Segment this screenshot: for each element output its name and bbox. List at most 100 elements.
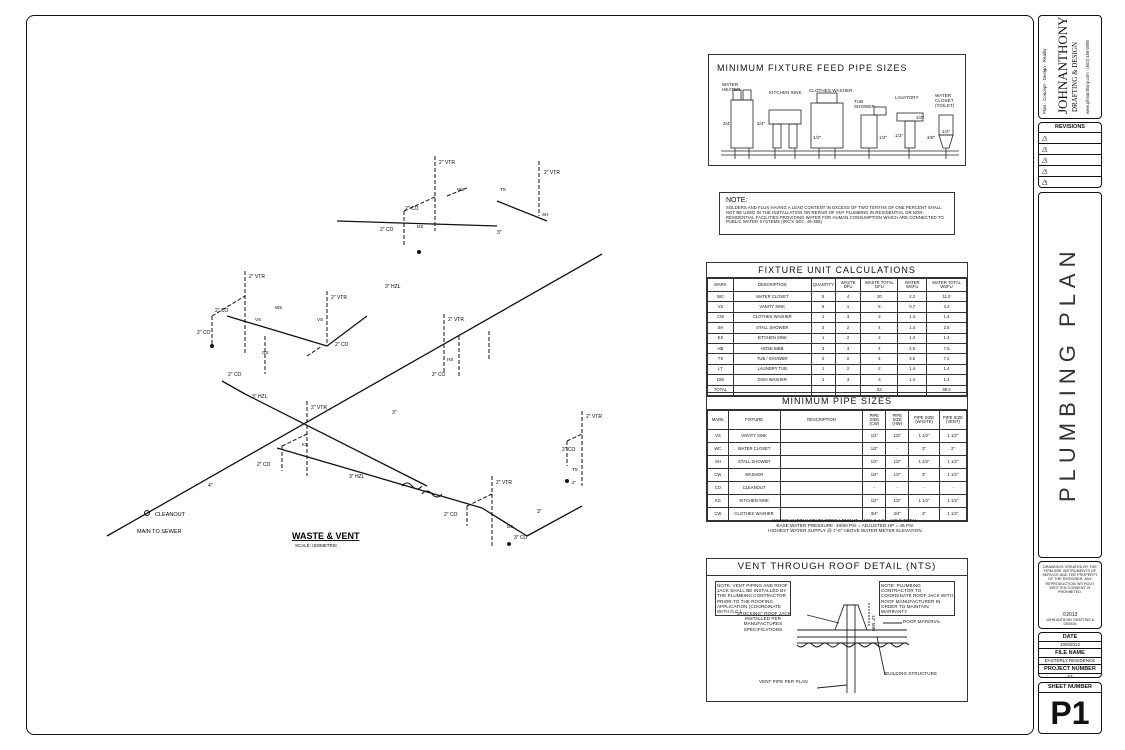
co-label-9: 2" CO bbox=[444, 512, 458, 518]
mp-cell: VS bbox=[707, 429, 729, 443]
fixture-ws-2: WS bbox=[275, 305, 282, 310]
mp-cell: 1/2" bbox=[862, 442, 887, 456]
lead-note-title: NOTE: bbox=[726, 197, 748, 204]
revision-triangle-icon: △ bbox=[1042, 168, 1048, 175]
mp-cell: CW bbox=[707, 507, 729, 521]
fu-cell: 1 bbox=[810, 363, 836, 376]
feed-size-34b: 3/4" bbox=[757, 121, 766, 126]
co-label-3: 2" CO bbox=[215, 308, 229, 314]
fu-cell: 3.6 bbox=[897, 353, 928, 365]
logo-tagline: Plan · Concept · Design · Reality bbox=[1042, 48, 1047, 114]
mp-cell bbox=[779, 507, 864, 521]
min-pipe-note-3: HIGHEST WATER SUPPLY @ 7'-6" ABOVE WATER… bbox=[768, 528, 922, 534]
revision-mark: 1 bbox=[1045, 136, 1047, 140]
feed-label-water-heater: WATER HEATER bbox=[722, 82, 741, 93]
mp-cell: 1/2" bbox=[885, 494, 910, 508]
mp-cell: STALL SHOWER bbox=[727, 455, 781, 469]
cleanout-label: CLEANOUT bbox=[155, 512, 186, 518]
mp-cell bbox=[779, 429, 864, 443]
mp-header: PIPE SIZE (CW) bbox=[862, 410, 887, 430]
mp-cell: CW bbox=[707, 468, 729, 482]
feed-label-water-closet: WATER CLOSET (TOILET) bbox=[935, 93, 955, 109]
feed-pipe-drawing bbox=[721, 89, 959, 159]
mp-cell: - bbox=[908, 481, 940, 495]
vtr-label-5: 2" VTR bbox=[448, 317, 464, 323]
fu-cell: HB bbox=[707, 342, 734, 355]
fu-header: QUANTITY bbox=[810, 278, 836, 292]
fu-cell: 3 bbox=[834, 311, 862, 324]
min-pipe-note-1: WATER SUPPLY DEVELOPED LENGHT = 125' X 1… bbox=[772, 518, 918, 523]
feed-size-12d: 1/2" bbox=[916, 115, 925, 120]
fu-cell: TS bbox=[707, 353, 734, 365]
vent-roof-material: ROOF MATERIAL bbox=[903, 619, 941, 624]
fixture-ts-2: TS bbox=[572, 467, 578, 472]
fu-cell: VANITY SINK bbox=[732, 301, 812, 313]
lead-note-text: SOLDERS AND FLUX HAVING A LEAD CONTENT I… bbox=[726, 205, 944, 225]
label-pipe-2: 2" bbox=[572, 480, 577, 485]
fu-cell: 1.4 bbox=[926, 374, 967, 386]
mp-header: FIXTURE bbox=[727, 410, 781, 430]
lead-note-box: NOTE: SOLDERS AND FLUX HAVING A LEAD CON… bbox=[719, 192, 955, 235]
fu-cell: 20 bbox=[860, 290, 899, 303]
project-number-value: 53 bbox=[1067, 674, 1073, 679]
label-hzl-a: 3" HZL bbox=[252, 394, 268, 400]
fu-cell: 1 bbox=[810, 374, 836, 386]
mp-cell: 1 1/2" bbox=[908, 494, 940, 508]
co-label-4: 2" CO bbox=[197, 330, 211, 336]
vtr-label-3: 2" VTR bbox=[249, 274, 265, 280]
vent-height-label: 12" MIN bbox=[871, 615, 876, 631]
min-pipe-grid: MARK FIXTURE DESCRIPTION PIPE SIZE (CW) … bbox=[707, 410, 968, 521]
vtr-label-8: 2" VTR bbox=[586, 414, 602, 420]
copyright-year: ©2013 bbox=[1062, 611, 1078, 618]
feed-label-kitchen-sink: KITCHEN SINK bbox=[769, 90, 802, 95]
vtr-label-1: 2" VTR bbox=[439, 160, 455, 166]
fu-cell: 2.8 bbox=[926, 322, 967, 334]
mp-cell: VANITY SINK bbox=[727, 429, 781, 443]
fu-cell: 2 bbox=[834, 322, 862, 334]
fu-cell: KS bbox=[707, 332, 734, 344]
fu-cell: 1.4 bbox=[897, 332, 928, 344]
vent-pipe-label: VENT PIPE PER PLAN bbox=[759, 679, 808, 684]
fu-header: DESCRIPTION bbox=[732, 278, 812, 292]
mp-cell: 3" bbox=[908, 468, 940, 482]
fixture-hs: HS bbox=[447, 357, 453, 362]
fu-cell: 3 bbox=[810, 342, 836, 355]
fu-cell: SH bbox=[707, 322, 734, 334]
mp-cell: 1/2" bbox=[885, 468, 910, 482]
fu-cell: 3 bbox=[834, 374, 862, 386]
mp-cell: SH bbox=[707, 455, 729, 469]
feed-pipe-title: MINIMUM FIXTURE FEED PIPE SIZES bbox=[717, 63, 908, 73]
feed-size-38: 3/8" bbox=[927, 135, 936, 140]
date-value: 10/8/2012 bbox=[1059, 642, 1081, 647]
mp-header: PIPE SIZE (WASTE) bbox=[908, 410, 940, 430]
fixture-vs-2: VS bbox=[317, 317, 323, 322]
feed-size-34a: 3/4" bbox=[723, 121, 732, 126]
vtr-label-2: 2" VTR bbox=[544, 170, 560, 176]
fu-cell: 1.4 bbox=[926, 363, 967, 376]
mp-cell: - bbox=[938, 481, 968, 495]
mp-cell bbox=[779, 468, 864, 482]
mp-cell: 1/2" bbox=[862, 468, 887, 482]
fixture-sh: SH bbox=[542, 212, 548, 217]
mp-cell: 3" bbox=[908, 442, 940, 456]
fu-cell: 2 bbox=[834, 353, 862, 365]
fu-cell: CLOTHES WASHER bbox=[732, 311, 812, 324]
vent-note-left: NOTE: VENT PIPING AND ROOF JACK SHALL BE… bbox=[715, 581, 791, 617]
fu-header: WATER TOTAL WSFU bbox=[926, 278, 967, 292]
vtr-label-4: 2" VTR bbox=[331, 295, 347, 301]
fu-cell: 4 bbox=[860, 322, 899, 334]
revision-mark: 3 bbox=[1045, 158, 1047, 162]
fu-cell: WATER CLOSET bbox=[732, 290, 812, 303]
label-hzl-b: 3" HZL bbox=[349, 474, 365, 480]
fu-header: WASTE TOTAL DFU bbox=[860, 278, 899, 292]
revision-row: △4 bbox=[1039, 166, 1101, 177]
feed-pipe-box: MINIMUM FIXTURE FEED PIPE SIZES WATER HE… bbox=[708, 54, 966, 166]
fixture-unit-title: FIXTURE UNIT CALCULATIONS bbox=[707, 263, 967, 278]
